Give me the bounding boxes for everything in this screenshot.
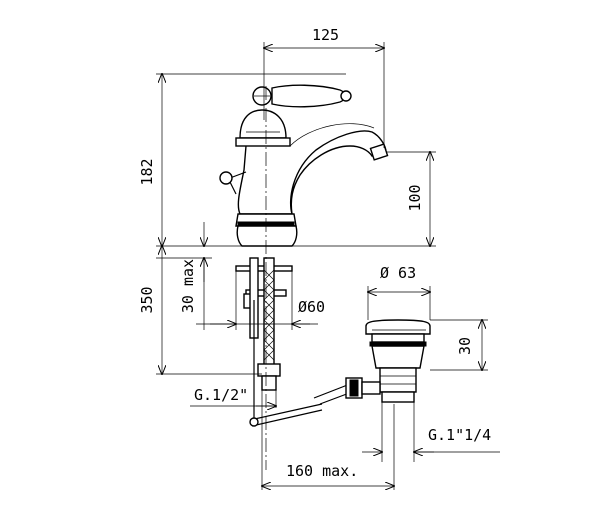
dim-rod-length: 160 max.	[286, 462, 358, 480]
extension-lines	[156, 42, 488, 490]
dim-spout-height: 100	[406, 184, 424, 211]
aerator	[369, 143, 389, 161]
cap-dome	[239, 109, 287, 139]
dimension-labels: 125 182 100 350 30 max Ø60 Ø 63 30 G.1/2…	[138, 26, 491, 480]
popup-knob	[219, 171, 233, 185]
dim-thread-large: G.1"1/4	[428, 426, 491, 444]
drain-plug	[365, 319, 431, 335]
lever-handle	[271, 84, 346, 108]
dim-thread-small: G.1/2"	[194, 386, 248, 404]
dim-max-thickness: 30 max	[179, 259, 197, 313]
dimension-lines	[162, 48, 500, 486]
dim-hole-diameter: Ø60	[298, 298, 325, 316]
dim-top-width: 125	[312, 26, 339, 44]
dim-drain-diameter: Ø 63	[380, 264, 416, 282]
dim-drain-height: 30	[456, 337, 474, 355]
dim-drill-depth: 350	[138, 286, 156, 313]
dim-total-height: 182	[138, 158, 156, 185]
drain-drawing	[345, 319, 431, 403]
